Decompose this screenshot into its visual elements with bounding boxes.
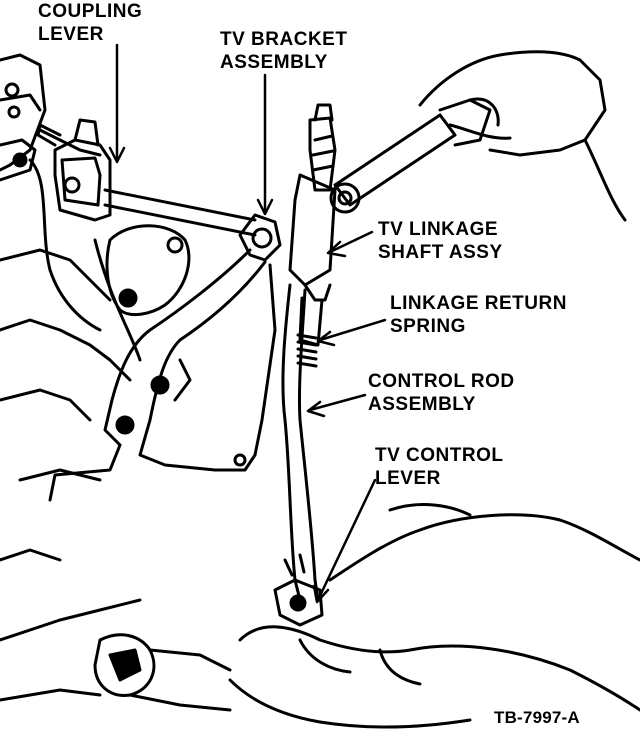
return-spring-leader bbox=[318, 318, 387, 342]
tv-control-leader bbox=[316, 478, 377, 602]
coupling-lever-label-line1: COUPLING bbox=[38, 1, 143, 22]
transmission-case bbox=[0, 633, 232, 712]
control-rod-label-line1: CONTROL ROD bbox=[368, 371, 515, 392]
tv-control-arrow bbox=[312, 584, 330, 604]
tv-bracket-part bbox=[48, 213, 282, 502]
control-rod-arrow bbox=[306, 400, 326, 418]
return-spring-part bbox=[296, 333, 318, 368]
wrench-part bbox=[329, 98, 492, 214]
coupling-lever-arrow bbox=[108, 146, 126, 164]
tv-linkage-shaft-label: TV LINKAGE SHAFT ASSY bbox=[378, 218, 503, 264]
hand-illustration bbox=[418, 50, 627, 222]
carburetor-body bbox=[0, 53, 142, 642]
tv-linkage-shaft-label-line2: SHAFT ASSY bbox=[378, 242, 503, 263]
control-rod-leader bbox=[308, 393, 367, 412]
leader-lines bbox=[108, 43, 387, 604]
manifold-flange bbox=[93, 224, 191, 362]
coupling-rod bbox=[103, 188, 257, 237]
tv-control-lever-part bbox=[273, 553, 324, 627]
tv-control-lever-label: TV CONTROL LEVER bbox=[375, 444, 504, 490]
tv-bracket-label-line1: TV BRACKET bbox=[220, 29, 348, 50]
tv-linkage-leader bbox=[328, 230, 374, 254]
linkage-return-spring-label-line1: LINKAGE RETURN bbox=[390, 293, 567, 314]
lower-hand-illustration bbox=[228, 503, 640, 729]
coupling-lever-part bbox=[36, 118, 112, 222]
linkage-return-spring-label: LINKAGE RETURN SPRING bbox=[390, 292, 567, 338]
linkage-shaft-part bbox=[288, 103, 337, 347]
tv-control-lever-label-line1: TV CONTROL bbox=[375, 445, 504, 466]
tv-bracket-label-line2: ASSEMBLY bbox=[220, 52, 328, 73]
figure-id: TB-7997-A bbox=[494, 708, 580, 727]
tv-linkage-shaft-label-line1: TV LINKAGE bbox=[378, 219, 499, 240]
tv-linkage-arrow bbox=[326, 240, 347, 258]
control-rod-label-line2: ASSEMBLY bbox=[368, 394, 476, 415]
control-rod-part bbox=[281, 283, 320, 602]
return-spring-arrow bbox=[316, 330, 336, 347]
coupling-lever-label: COUPLING LEVER bbox=[38, 0, 142, 46]
linkage-return-spring-label-line2: SPRING bbox=[390, 316, 466, 337]
tv-control-lever-label-line2: LEVER bbox=[375, 468, 441, 489]
tv-bracket-label: TV BRACKET ASSEMBLY bbox=[220, 28, 347, 74]
control-rod-label: CONTROL ROD ASSEMBLY bbox=[368, 370, 515, 416]
coupling-lever-label-line2: LEVER bbox=[38, 24, 104, 45]
tv-bracket-arrow bbox=[256, 198, 274, 216]
